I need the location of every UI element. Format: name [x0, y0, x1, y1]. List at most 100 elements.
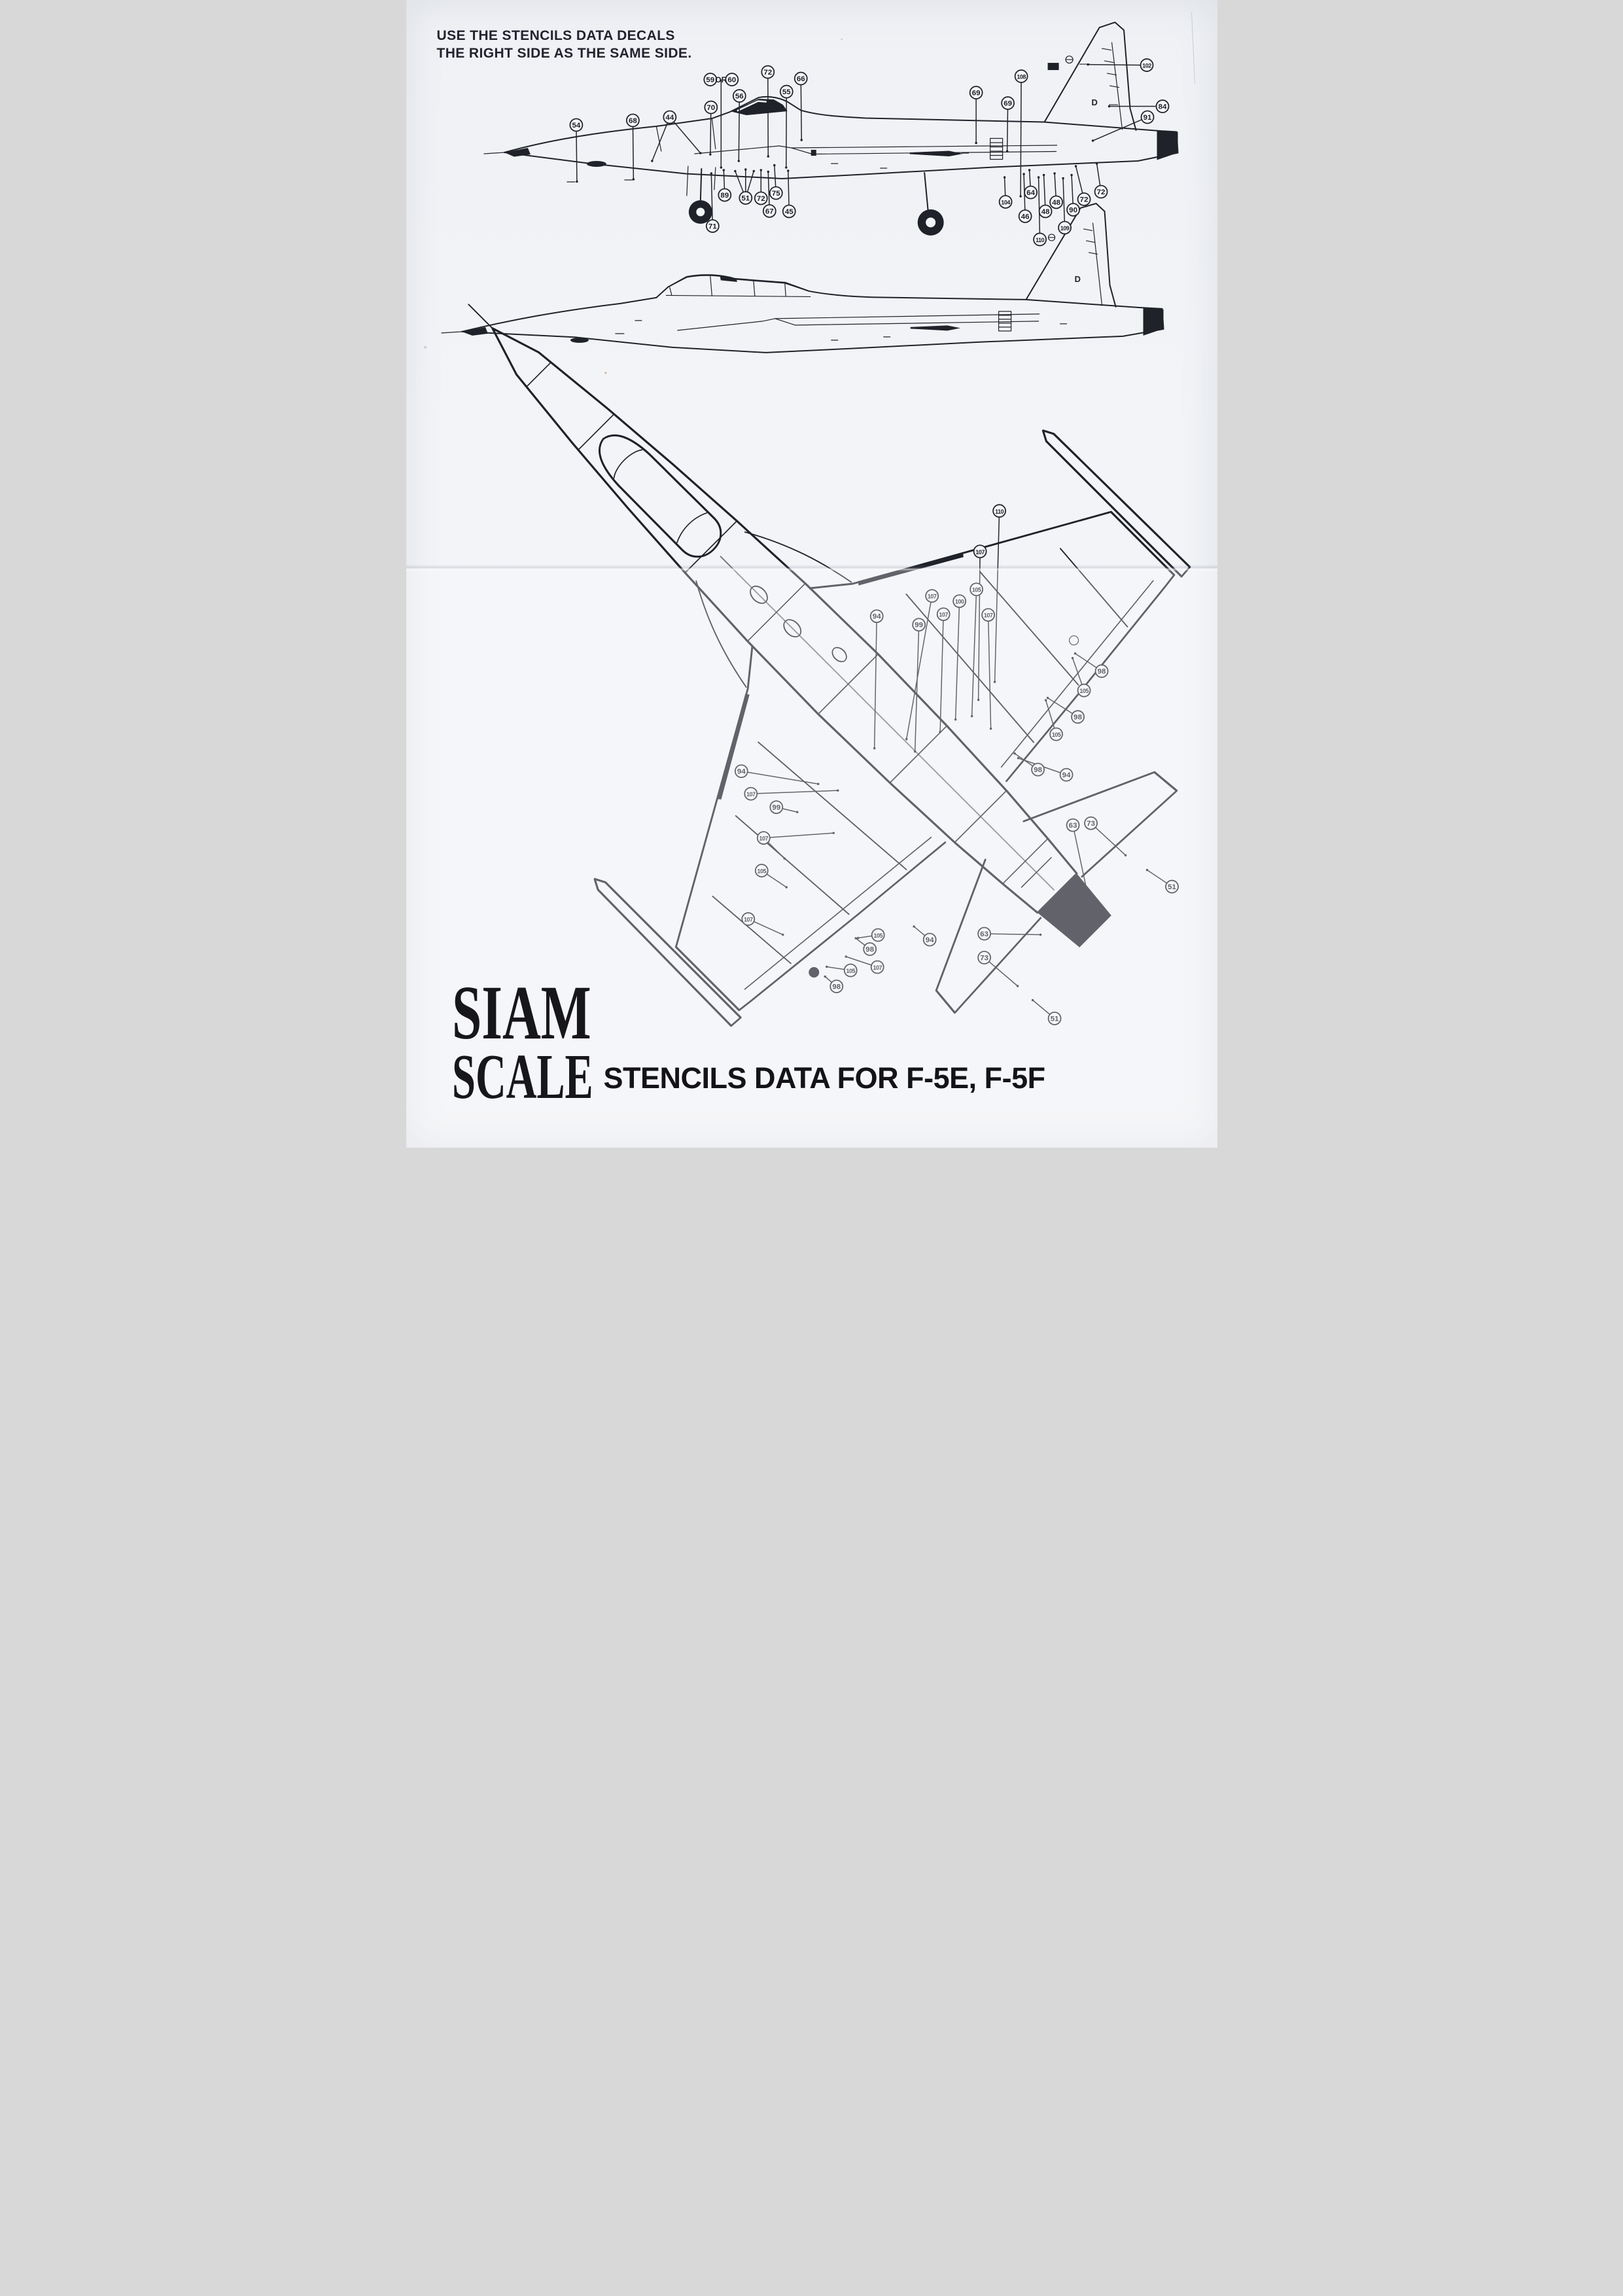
callout-98: 98 — [1094, 664, 1108, 679]
svg-text:63: 63 — [1068, 822, 1077, 830]
svg-text:94: 94 — [925, 936, 934, 944]
svg-text:105: 105 — [1051, 732, 1060, 738]
callout-45: 45 — [782, 204, 796, 219]
svg-text:105: 105 — [971, 587, 981, 593]
callout-107: 107 — [756, 831, 771, 845]
callout-84: 84 — [1155, 99, 1169, 113]
callout-70: 70 — [703, 100, 718, 115]
callout-66: 66 — [794, 71, 808, 86]
paper-fold-crease — [406, 565, 1217, 571]
callout-110: 110 — [1032, 232, 1047, 247]
callout-98: 98 — [1070, 710, 1085, 724]
callout-67: 67 — [762, 204, 777, 218]
svg-text:D: D — [1091, 97, 1097, 107]
svg-text:48: 48 — [1041, 208, 1049, 216]
callout-108: 108 — [1014, 69, 1028, 83]
callout-107: 107 — [741, 912, 755, 926]
callout-107: 107 — [870, 960, 884, 974]
callout-102: 102 — [1140, 58, 1153, 72]
callout-69: 69 — [969, 86, 983, 99]
svg-text:67: 67 — [765, 207, 773, 215]
instruction-note: USE THE STENCILS DATA DECALS THE RIGHT S… — [437, 27, 692, 63]
callout-73: 73 — [977, 951, 991, 964]
callout-72: 72 — [1077, 192, 1091, 206]
callout-91: 91 — [1140, 110, 1154, 124]
callout-90: 90 — [1066, 203, 1080, 217]
top-view-leader-lines — [741, 510, 1172, 1019]
scan-crease-mark — [1191, 12, 1195, 84]
svg-text:D: D — [1074, 274, 1080, 284]
svg-text:70: 70 — [707, 104, 715, 112]
wing-dot-marking — [808, 967, 819, 978]
callout-68: 68 — [625, 113, 640, 128]
wing-ring-marking — [1068, 635, 1079, 646]
scanned-instruction-sheet: D — [406, 0, 1217, 1148]
callout-64: 64 — [1023, 185, 1038, 200]
svg-text:107: 107 — [746, 791, 756, 798]
svg-text:94: 94 — [1062, 771, 1070, 779]
callout-46: 46 — [1018, 209, 1032, 223]
callout-99: 99 — [769, 800, 783, 815]
callout-51: 51 — [738, 191, 752, 205]
callout-94: 94 — [1059, 768, 1073, 782]
svg-text:89: 89 — [720, 192, 729, 200]
f5e-side-view-art: D — [483, 22, 1179, 236]
svg-text:68: 68 — [628, 117, 637, 125]
svg-text:72: 72 — [1079, 196, 1088, 203]
svg-text:69: 69 — [1003, 100, 1012, 108]
diagram-canvas: D — [423, 12, 1195, 1027]
svg-text:59: 59 — [706, 77, 714, 84]
callout-105: 105 — [871, 928, 885, 942]
svg-text:108: 108 — [1017, 74, 1026, 80]
svg-text:105: 105 — [846, 968, 855, 974]
callout-56: 56 — [732, 89, 746, 103]
svg-text:72: 72 — [756, 195, 765, 203]
note-line-2: THE RIGHT SIDE AS THE SAME SIDE. — [436, 45, 692, 61]
svg-text:72: 72 — [763, 69, 772, 77]
svg-text:107: 107 — [939, 612, 948, 618]
svg-text:107: 107 — [927, 593, 936, 600]
callout-60: 60 — [724, 73, 739, 86]
svg-text:64: 64 — [1026, 189, 1035, 197]
callout-63: 63 — [977, 927, 991, 941]
callout-94: 94 — [869, 609, 884, 624]
callout-48: 48 — [1038, 204, 1053, 219]
callout-105: 105 — [1077, 683, 1091, 698]
callout-51: 51 — [1047, 1012, 1061, 1025]
svg-text:94: 94 — [737, 768, 745, 776]
callout-107: 107 — [973, 544, 987, 559]
side-view-f5e-leader-lines — [575, 63, 1162, 239]
svg-text:107: 107 — [983, 612, 992, 619]
svg-text:100: 100 — [954, 599, 964, 605]
callout-99: 99 — [911, 618, 926, 632]
svg-text:73: 73 — [1087, 820, 1095, 828]
svg-text:107: 107 — [873, 964, 882, 971]
svg-text:60: 60 — [727, 77, 736, 84]
callout-107: 107 — [936, 607, 951, 622]
svg-text:102: 102 — [1142, 63, 1151, 69]
callout-98: 98 — [1030, 762, 1045, 777]
svg-text:98: 98 — [865, 946, 874, 954]
callout-44: 44 — [662, 110, 676, 124]
svg-text:109: 109 — [1060, 225, 1069, 232]
callout-71: 71 — [705, 219, 720, 233]
callout-98: 98 — [829, 980, 843, 993]
callout-105: 105 — [1049, 727, 1063, 741]
svg-text:104: 104 — [1001, 199, 1010, 205]
svg-text:54: 54 — [572, 122, 580, 130]
callout-100: 100 — [952, 594, 966, 609]
callout-107: 107 — [743, 786, 758, 801]
callout-48: 48 — [1049, 195, 1063, 209]
svg-text:91: 91 — [1143, 114, 1151, 122]
svg-text:55: 55 — [782, 88, 790, 96]
svg-text:94: 94 — [872, 613, 881, 621]
svg-text:66: 66 — [796, 75, 805, 83]
svg-text:84: 84 — [1158, 103, 1166, 111]
note-line-1: USE THE STENCILS DATA DECALS — [436, 28, 675, 43]
svg-text:51: 51 — [1168, 883, 1176, 891]
svg-text:98: 98 — [832, 983, 841, 991]
callout-72: 72 — [760, 65, 775, 79]
